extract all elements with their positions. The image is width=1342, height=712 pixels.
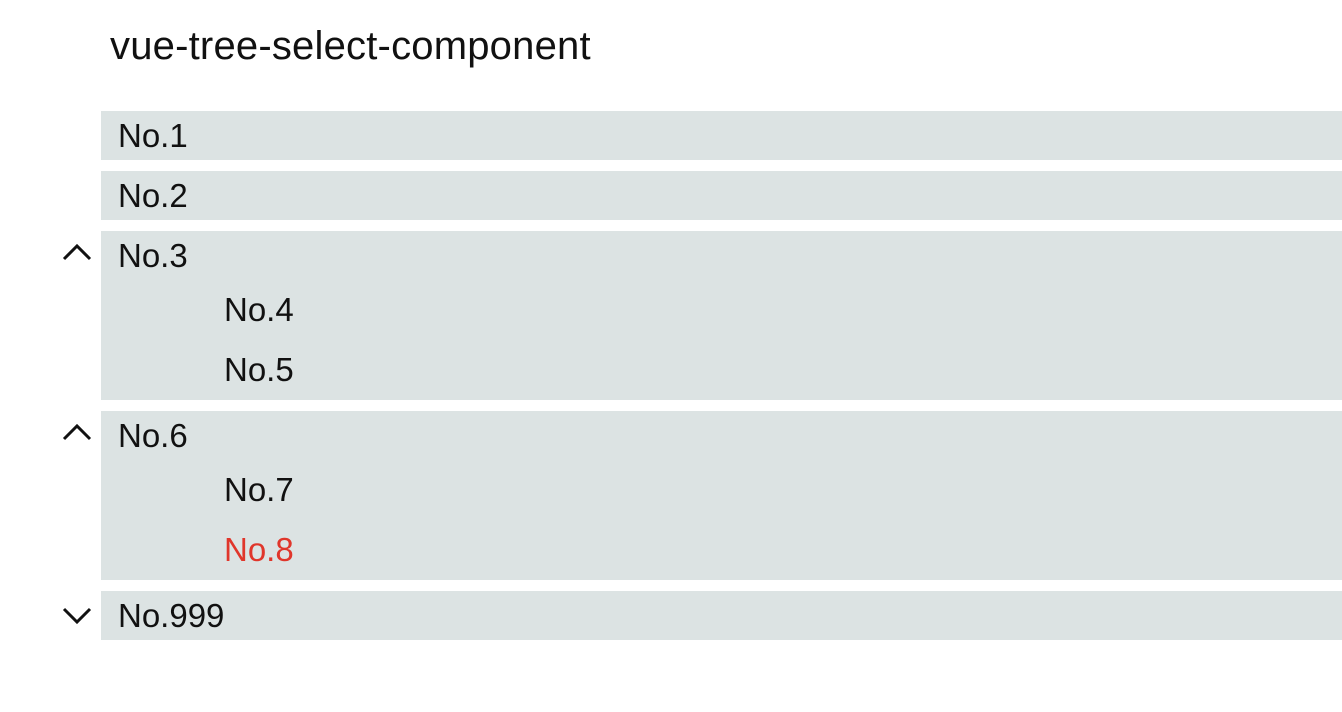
tree-child-node-selected[interactable]: No.8 [224,531,294,568]
tree-node-label[interactable]: No.2 [118,176,188,214]
tree-node-no-2: No.2 [101,171,1342,220]
tree-node-label[interactable]: No.999 [118,596,225,634]
tree-node-no-6: No.6 No.7 No.8 [62,411,1342,580]
tree-child-node[interactable]: No.7 [224,471,294,508]
chevron-up-icon[interactable] [59,235,95,271]
chevron-up-icon[interactable] [59,415,95,451]
tree-node-label[interactable]: No.1 [118,116,188,154]
tree-node-no-1: No.1 [101,111,1342,160]
tree-child-node[interactable]: No.5 [224,351,294,388]
tree-node-label[interactable]: No.6 [118,416,188,454]
page-title: vue-tree-select-component [110,24,591,68]
tree-select: No.1 No.2 No.3 No.4 No.5 No.6 No.7 No.8 … [0,111,1342,651]
tree-node-no-3: No.3 No.4 No.5 [62,231,1342,400]
chevron-down-icon[interactable] [59,595,95,631]
tree-node-label[interactable]: No.3 [118,236,188,274]
tree-node-no-999: No.999 [62,591,1342,640]
tree-child-node[interactable]: No.4 [224,291,294,328]
